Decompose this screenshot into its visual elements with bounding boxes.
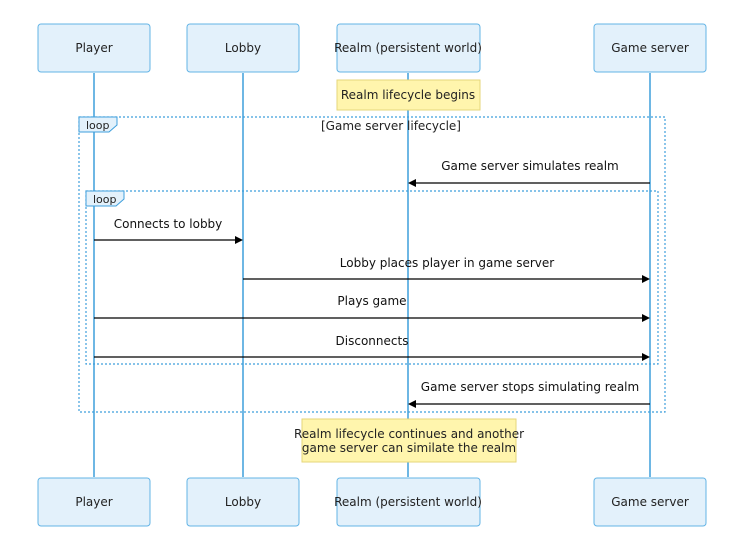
outer-loop-frame: loop [Game server lifecycle] <box>78 116 666 413</box>
message-disconnects: Disconnects <box>94 334 650 361</box>
message-connects-lobby: Connects to lobby <box>94 217 243 244</box>
actor-player-top: Player <box>37 23 151 73</box>
message-label: Game server simulates realm <box>441 159 619 173</box>
arrowhead-icon <box>642 314 650 322</box>
inner-loop-frame: loop <box>85 190 659 365</box>
message-simulates-realm: Game server simulates realm <box>408 159 650 187</box>
message-stops-simulating: Game server stops simulating realm <box>408 380 650 408</box>
arrowhead-icon <box>235 236 243 244</box>
message-label: Game server stops simulating realm <box>421 380 639 394</box>
actor-label: Realm (persistent world) <box>334 41 482 55</box>
note-realm-begins: Realm lifecycle begins <box>336 79 481 111</box>
actor-label: Game server <box>611 495 689 509</box>
actor-label: Lobby <box>225 41 261 55</box>
message-places-player: Lobby places player in game server <box>243 256 650 283</box>
arrowhead-icon <box>642 275 650 283</box>
note-text-line2: game server can similate the realm <box>302 441 516 455</box>
arrowhead-icon <box>408 400 416 408</box>
note-text-line1: Realm lifecycle continues and another <box>294 427 524 441</box>
actor-label: Lobby <box>225 495 261 509</box>
message-label: Disconnects <box>336 334 409 348</box>
actor-label: Player <box>75 495 112 509</box>
actor-realm-bottom: Realm (persistent world) <box>334 477 482 527</box>
message-label: Plays game <box>337 294 406 308</box>
loop-label: loop <box>93 193 117 206</box>
arrowhead-icon <box>408 179 416 187</box>
note-realm-continues: Realm lifecycle continues and another ga… <box>294 418 524 463</box>
actor-gameserver-top: Game server <box>593 23 707 73</box>
message-label: Lobby places player in game server <box>340 256 555 270</box>
message-plays-game: Plays game <box>94 294 650 322</box>
actor-label: Game server <box>611 41 689 55</box>
actor-label: Realm (persistent world) <box>334 495 482 509</box>
actor-gameserver-bottom: Game server <box>593 477 707 527</box>
actor-realm-top: Realm (persistent world) <box>334 23 482 73</box>
message-label: Connects to lobby <box>114 217 223 231</box>
actor-lobby-bottom: Lobby <box>186 477 300 527</box>
actor-player-bottom: Player <box>37 477 151 527</box>
note-text: Realm lifecycle begins <box>341 88 475 102</box>
loop-label: loop <box>86 119 110 132</box>
arrowhead-icon <box>642 353 650 361</box>
actor-lobby-top: Lobby <box>186 23 300 73</box>
loop-condition: [Game server lifecycle] <box>321 119 461 133</box>
actor-label: Player <box>75 41 112 55</box>
